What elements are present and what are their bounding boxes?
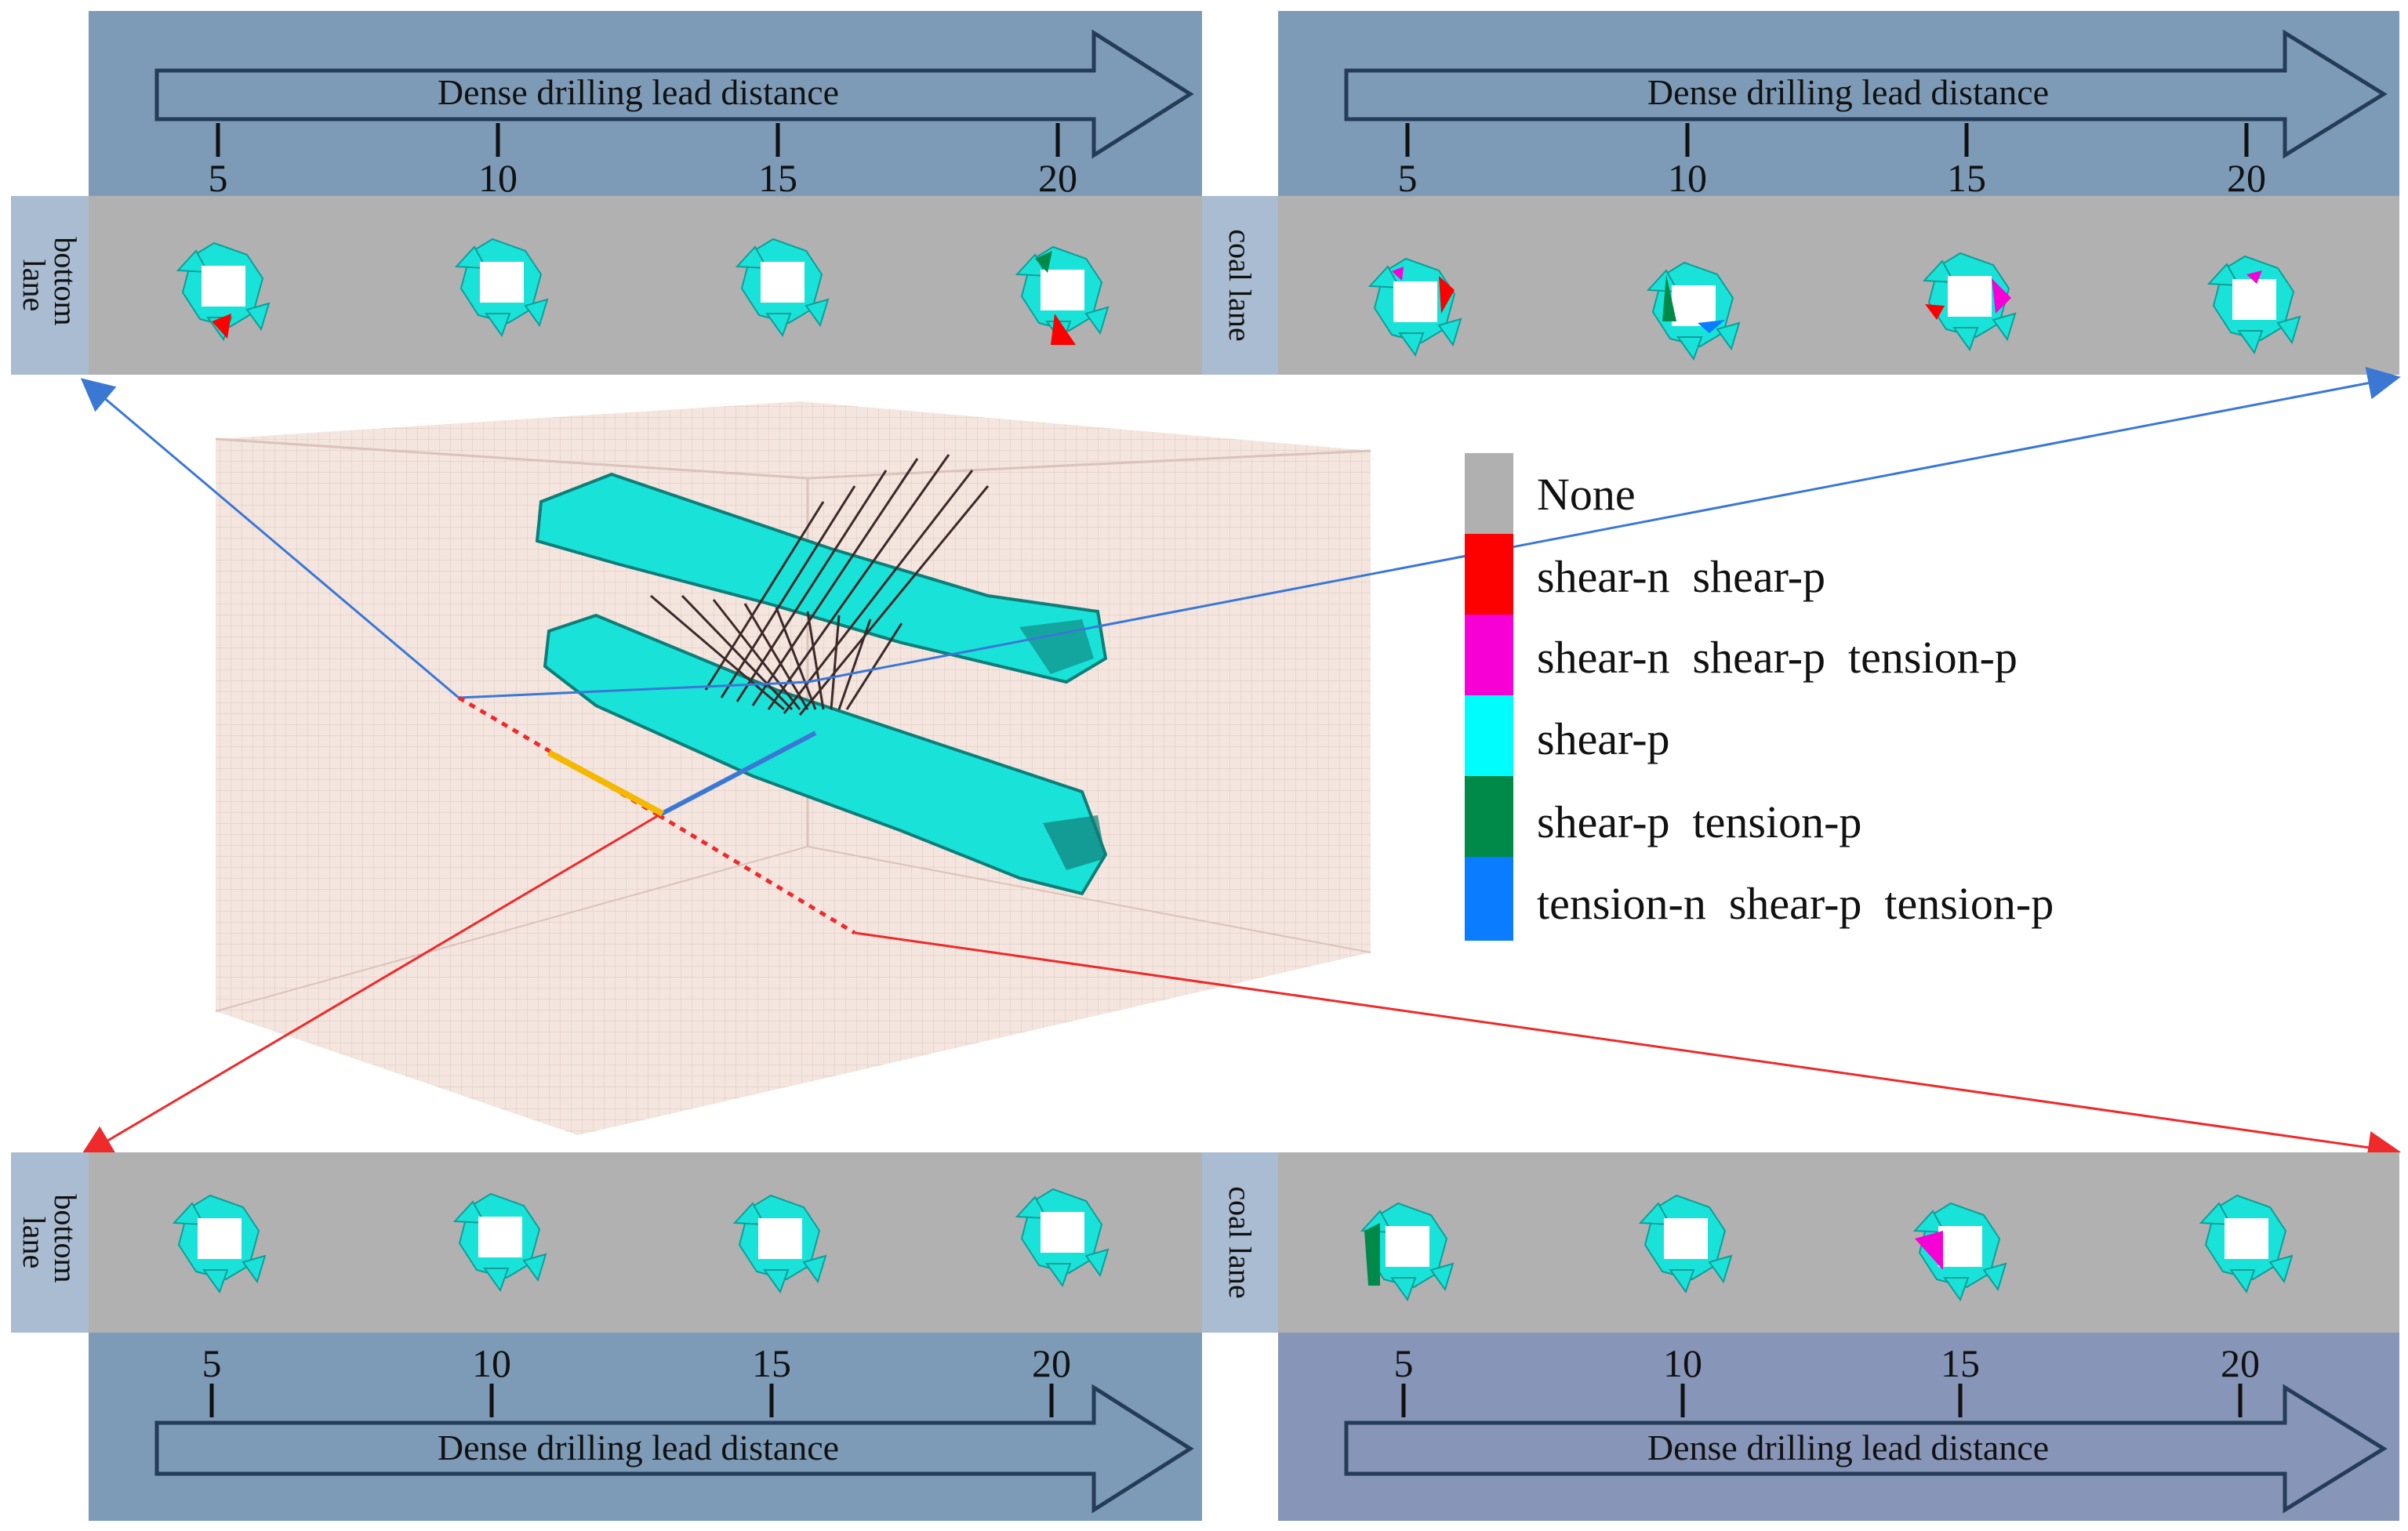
tick-label: 20 — [1032, 1341, 1071, 1385]
legend-label: shear-p — [1537, 713, 1670, 764]
link-to-top-left — [80, 378, 459, 699]
model-block — [215, 401, 1371, 1135]
tick-group: 5 10 15 20 — [1394, 1341, 2260, 1417]
tension-region — [1392, 267, 1404, 281]
tick-group: 5 10 15 20 — [202, 1341, 1071, 1417]
arrow-label: Dense drilling lead distance — [1647, 1428, 2049, 1468]
legend-swatch — [1465, 615, 1513, 695]
tick-group: 5 10 15 20 — [1398, 123, 2266, 200]
tick-label: 10 — [1668, 156, 1707, 200]
shear-n-region — [1925, 304, 1945, 320]
tick-label: 5 — [1398, 156, 1418, 200]
legend-label: None — [1537, 469, 1636, 520]
panel-bottom-right: coal lane Dense drilling lead distance 5… — [1202, 1152, 2399, 1521]
side-tab — [11, 196, 89, 375]
legend-swatch — [1465, 453, 1513, 534]
arrow-label: Dense drilling lead distance — [1647, 72, 2049, 112]
tick-label: 15 — [1947, 156, 1986, 200]
tick-label: 5 — [202, 1341, 222, 1385]
side-tab — [1202, 1152, 1278, 1333]
drill-holes — [650, 454, 990, 716]
distance-arrow — [1344, 1384, 2388, 1514]
tension-region — [1364, 1223, 1380, 1286]
side-tab-label: bottom lane — [16, 237, 83, 333]
tick-label: 20 — [2221, 1341, 2260, 1385]
panel-top-right: Dense drilling lead distance 5 10 15 20 … — [1202, 11, 2399, 375]
legend-swatch — [1465, 534, 1513, 615]
zone-strip — [89, 1152, 1202, 1333]
legend-label: shear-n shear-p tension-p — [1537, 632, 2018, 683]
tick-label: 15 — [758, 156, 797, 200]
connectors — [79, 367, 2401, 1164]
tension-region — [1992, 278, 2011, 314]
side-tab-label: bottom lane — [16, 1194, 83, 1290]
arrow-label: Dense drilling lead distance — [438, 72, 839, 112]
tension-region — [1662, 274, 1676, 321]
tick-label: 15 — [1941, 1341, 1980, 1385]
tension-region — [1915, 1231, 1943, 1270]
tick-label: 10 — [1663, 1341, 1702, 1385]
legend-swatch — [1465, 857, 1513, 941]
legend-label: tension-n shear-p tension-p — [1537, 878, 2054, 929]
tick-label: 20 — [2227, 156, 2266, 200]
zone-strip — [89, 196, 1202, 375]
tick-label: 5 — [1394, 1341, 1414, 1385]
side-tab-label: coal lane — [1222, 229, 1258, 341]
side-tab-label: coal lane — [1222, 1186, 1258, 1298]
tension-n-region — [1698, 320, 1725, 333]
tick-label: 15 — [752, 1341, 791, 1385]
shear-n-region — [1051, 314, 1076, 345]
distance-arrow — [1344, 29, 2388, 159]
shear-n-region — [212, 314, 231, 339]
link-to-bottom-right — [854, 931, 2401, 1164]
legend: None shear-n shear-p shear-n shear-p ten… — [1465, 453, 2054, 941]
side-tab — [1202, 196, 1278, 375]
panel-bottom-left: bottom lane Dense drilling lead distance… — [11, 1152, 1202, 1521]
tick-group: 5 10 15 20 — [209, 123, 1077, 200]
tension-region — [2246, 270, 2262, 284]
tick-label: 10 — [478, 156, 518, 200]
shear-n-region — [1439, 276, 1455, 314]
side-tab — [11, 1152, 89, 1333]
distance-arrow — [154, 1384, 1194, 1514]
legend-swatch — [1465, 776, 1513, 857]
distance-arrow — [154, 29, 1194, 159]
tick-label: 20 — [1038, 156, 1077, 200]
arrow-label: Dense drilling lead distance — [438, 1428, 839, 1468]
link-to-bottom-left — [79, 814, 659, 1158]
tension-region — [1035, 251, 1052, 273]
legend-label: shear-p tension-p — [1537, 796, 1861, 847]
coal-lane-roadway — [535, 472, 1108, 684]
bottom-lane-roadway — [543, 613, 1108, 896]
panel-top-left: Dense drilling lead distance 5 10 15 20 … — [11, 11, 1202, 375]
tick-label: 5 — [209, 156, 228, 200]
link-to-top-right — [807, 367, 2401, 684]
zone-strip — [1278, 196, 2399, 375]
legend-swatch — [1465, 695, 1513, 776]
yellow-spacing-marker — [547, 749, 664, 817]
legend-label: shear-n shear-p — [1537, 551, 1825, 602]
tick-label: 10 — [472, 1341, 511, 1385]
